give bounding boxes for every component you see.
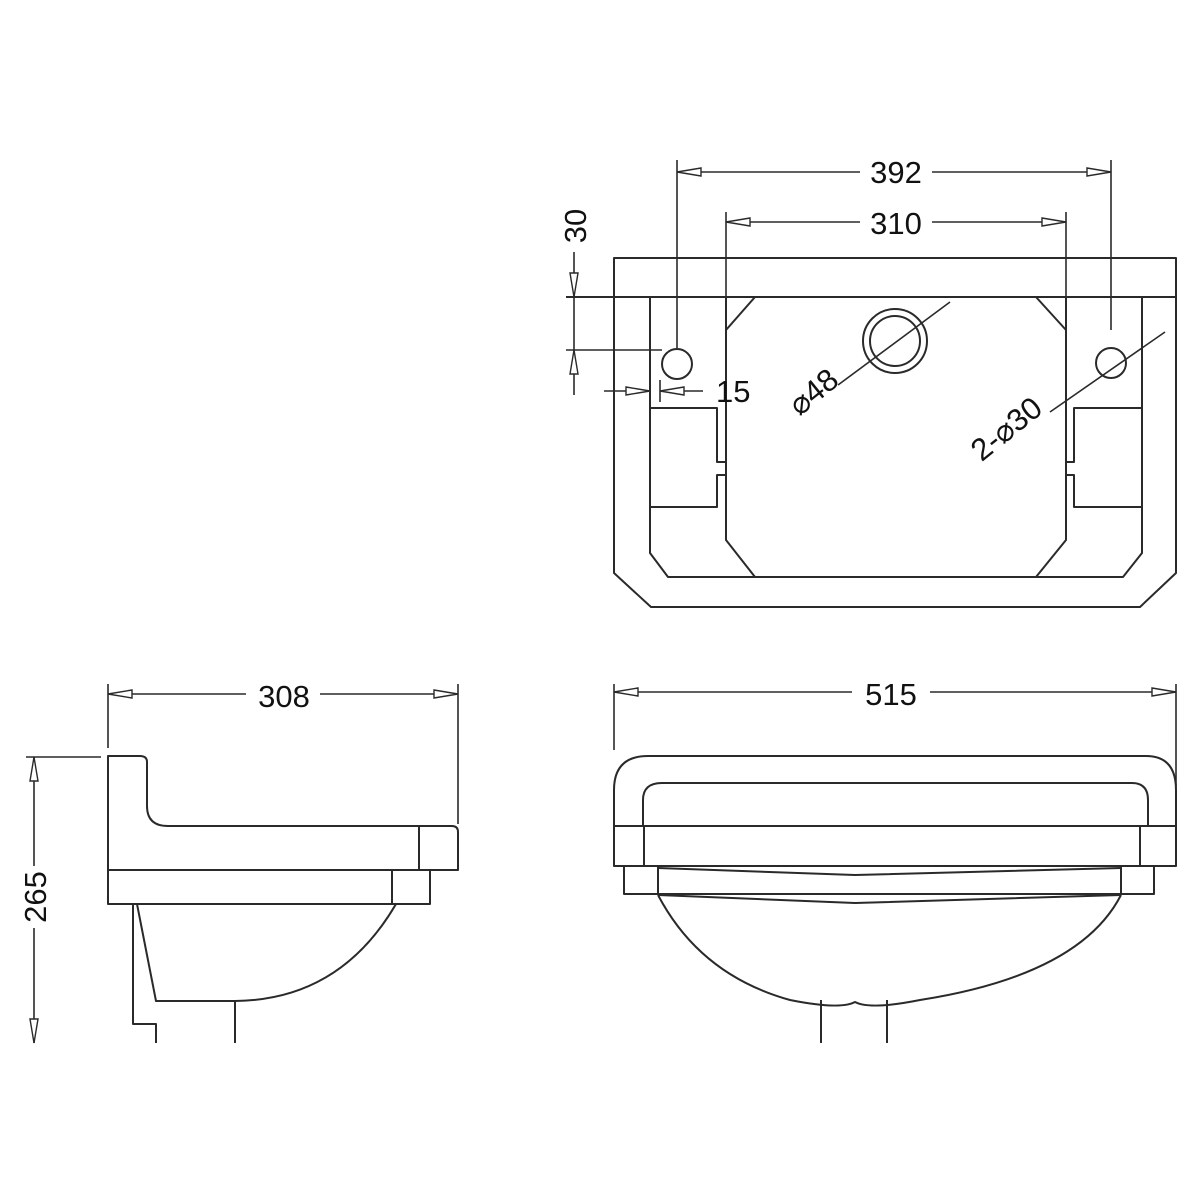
side-view-bracket xyxy=(132,904,157,1043)
dim-308: 308 xyxy=(258,679,310,714)
waste-hole-outer xyxy=(862,308,928,374)
dim-392: 392 xyxy=(870,155,922,190)
dim-tap-holes: 2-⌀30 xyxy=(964,390,1049,468)
dim-waste-diameter: ⌀48 xyxy=(782,362,845,423)
side-view-body-outline xyxy=(107,755,459,871)
front-view-top-outline xyxy=(613,755,1177,826)
dim-15: 15 xyxy=(716,374,750,409)
top-view-outer-outline xyxy=(613,257,1177,608)
front-view-inner-rim xyxy=(642,782,1149,826)
front-view: 515 xyxy=(613,674,1177,1043)
dim-515: 515 xyxy=(865,677,917,712)
dim-310: 310 xyxy=(870,206,922,241)
side-view-bowl xyxy=(136,903,397,1002)
waste-hole-inner xyxy=(869,315,921,367)
front-view-bowl xyxy=(657,894,1122,1007)
tap-hole-right xyxy=(1095,347,1127,379)
top-view: 392 310 30 15 ⌀48 2-⌀30 xyxy=(558,152,1177,608)
top-view-left-ledge xyxy=(650,407,726,508)
top-view-right-ledge xyxy=(1066,407,1142,508)
top-view-inner-frame xyxy=(649,297,1143,578)
side-view-skirt xyxy=(107,870,431,905)
front-view-skirt xyxy=(623,866,1155,895)
tap-hole-left xyxy=(661,348,693,380)
dim-265: 265 xyxy=(18,871,53,923)
front-view-front-band xyxy=(613,825,1177,867)
dim-30: 30 xyxy=(558,209,593,243)
side-view: 308 265 xyxy=(18,676,459,1044)
